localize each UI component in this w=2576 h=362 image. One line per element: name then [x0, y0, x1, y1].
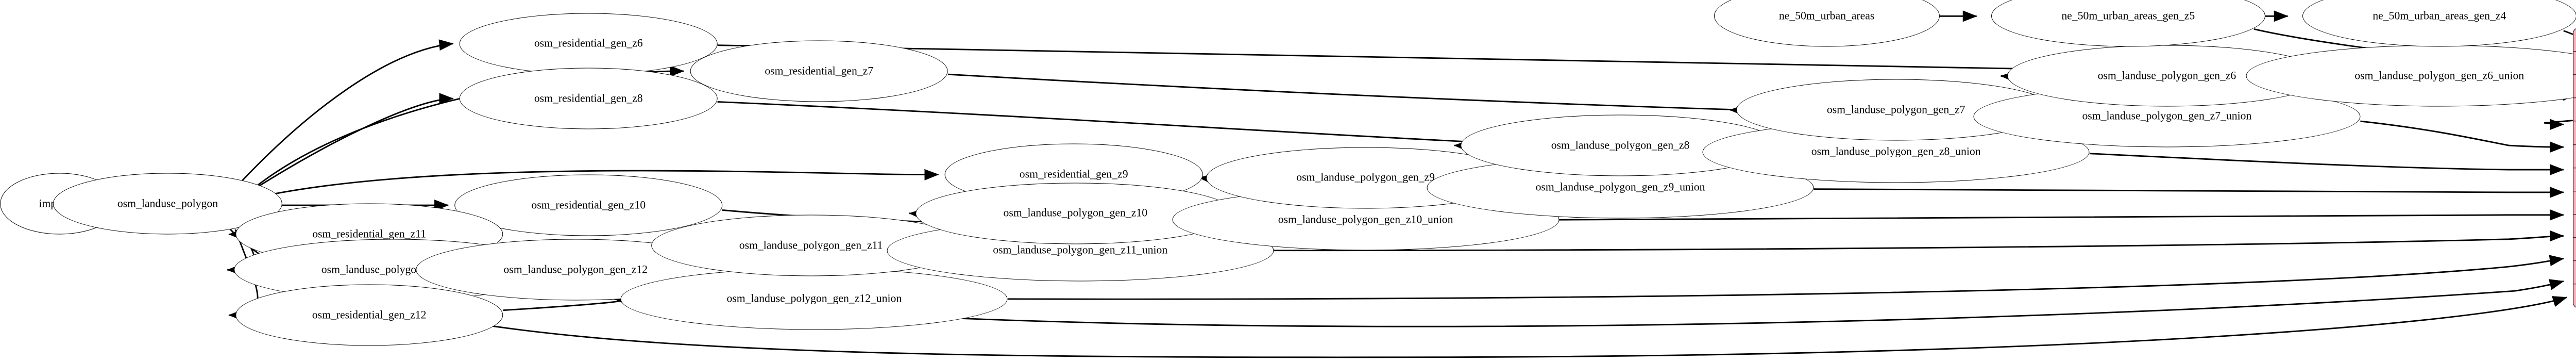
- graph-node-label: osm_landuse_polygon_gen_z7_union: [2082, 109, 2252, 122]
- graph-node-label: osm_landuse_polygon_gen_z8_union: [1811, 145, 1981, 158]
- graph-node-label: osm_residential_gen_z11: [312, 227, 427, 240]
- layer-landuse-row-z7[interactable]: z7: [2573, 122, 2576, 145]
- layer-landuse-row-z10[interactable]: z10: [2573, 191, 2576, 215]
- graph-node-label: osm_landuse_polygon_gen_z11: [739, 239, 883, 252]
- graph-node-label: osm_landuse_polygon_gen_z6_union: [2354, 69, 2524, 82]
- graph-node-label: osm_landuse_polygon_gen_z7: [1826, 103, 1965, 116]
- graph-node-osm_residential_gen_z10[interactable]: osm_residential_gen_z10: [454, 174, 722, 236]
- layer-landuse-row-z11[interactable]: z11: [2573, 215, 2576, 238]
- layer-landuse-row-z14plus[interactable]: z14+: [2574, 285, 2576, 308]
- graph-node-label: osm_landuse_polygon_gen_z9: [1296, 171, 1435, 184]
- graph-node-label: osm_landuse_polygon_gen_z12_union: [726, 292, 902, 305]
- graph-node-label: osm_landuse_polygon_gen_z10_union: [1278, 213, 1453, 226]
- graph-node-osm_landuse_polygon_gen_z6_union[interactable]: osm_landuse_polygon_gen_z6_union: [2246, 45, 2576, 107]
- graph-node-label: osm_residential_gen_z7: [765, 64, 874, 77]
- graph-node-osm_residential_gen_z12[interactable]: osm_residential_gen_z12: [235, 284, 503, 346]
- graph-node-osm_residential_gen_z8[interactable]: osm_residential_gen_z8: [459, 68, 718, 129]
- graph-node-label: osm_landuse_polygon_gen_z11_union: [993, 243, 1168, 256]
- graph-node-label: osm_residential_gen_z6: [534, 37, 643, 50]
- layer-landuse-table[interactable]: layer_landuse z4z5z6z7z8z9z10z11z12z13z1…: [2573, 28, 2576, 308]
- graph-node-label: osm_landuse_polygon_gen_z12: [503, 263, 648, 276]
- layer-landuse-row-z4[interactable]: z4: [2573, 52, 2576, 75]
- layer-landuse-row-z12[interactable]: z12: [2573, 238, 2576, 261]
- layer-landuse-table-header: layer_landuse: [2573, 28, 2576, 52]
- graph-node-label: osm_landuse_polygon_gen_z6: [2097, 69, 2236, 82]
- graph-node-ne_50m_urban_areas[interactable]: ne_50m_urban_areas: [1714, 0, 1940, 47]
- layer-landuse-row-z6[interactable]: z6: [2573, 98, 2576, 122]
- layer-landuse-table-rows: z4z5z6z7z8z9z10z11z12z13z14+: [2573, 52, 2576, 308]
- graph-node-label: osm_landuse_polygon: [117, 197, 218, 210]
- layer-landuse-row-z8[interactable]: z8: [2573, 145, 2576, 168]
- graph-node-label: osm_residential_gen_z9: [1019, 168, 1128, 180]
- graph-node-label: osm_landuse_polygon_gen_z8: [1551, 139, 1690, 152]
- layer-landuse-row-z5[interactable]: z5: [2573, 75, 2576, 98]
- layer-landuse-row-z9[interactable]: z9: [2573, 168, 2576, 192]
- graph-node-label: osm_residential_gen_z8: [534, 92, 643, 105]
- graph-node-label: ne_50m_urban_areas: [1778, 9, 1875, 22]
- graph-node-ne_50m_urban_areas_gen_z5[interactable]: ne_50m_urban_areas_gen_z5: [1991, 0, 2265, 47]
- graph-node-osm_residential_gen_z7[interactable]: osm_residential_gen_z7: [690, 40, 948, 102]
- graph-node-label: osm_landuse_polygon_gen_z9_union: [1535, 180, 1705, 193]
- graph-node-label: ne_50m_urban_areas_gen_z5: [2061, 9, 2195, 22]
- graph-node-label: osm_residential_gen_z12: [312, 308, 427, 321]
- graph-node-osm_landuse_polygon_gen_z12_union[interactable]: osm_landuse_polygon_gen_z12_union: [620, 268, 1008, 330]
- layer-landuse-row-z13[interactable]: z13: [2573, 261, 2576, 285]
- graph-node-label: ne_50m_urban_areas_gen_z4: [2372, 9, 2506, 22]
- graph-node-label: osm_residential_gen_z10: [531, 199, 646, 211]
- graph-node-label: osm_landuse_polygon_gen_z10: [1003, 206, 1148, 219]
- graph-node-ne_50m_urban_areas_gen_z4[interactable]: ne_50m_urban_areas_gen_z4: [2302, 0, 2576, 47]
- graph-node-osm_residential_gen_z6[interactable]: osm_residential_gen_z6: [459, 13, 718, 75]
